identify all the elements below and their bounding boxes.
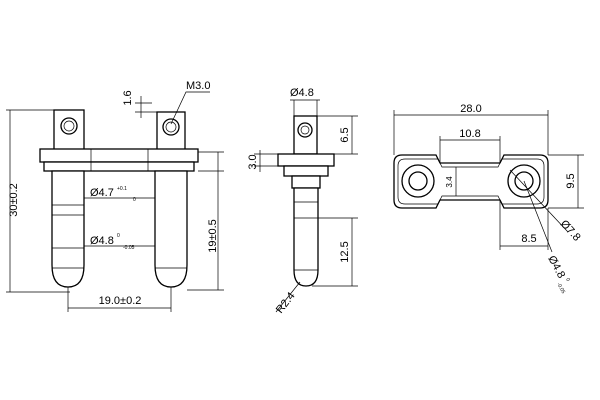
hole-dia-label: Ø4.8 (545, 254, 567, 281)
overall-height-label: 30±0.2 (8, 183, 20, 217)
offset-label: 8.5 (521, 233, 536, 245)
pin-offset-label: 1.6 (122, 90, 134, 105)
top-left-hole (408, 171, 428, 191)
pin-spacing-label: 19.0±0.2 (99, 295, 142, 307)
pin-dia-lower-tol-bottom: -0.05 (123, 245, 135, 251)
outer-dia-label: Ø7.8 (558, 218, 583, 244)
pin-dia-upper-group: Ø4.7 +0.1 0 (84, 186, 155, 203)
top-height-label: 9.5 (565, 173, 577, 188)
pin-dia-upper-tol-top: +0.1 (117, 186, 127, 192)
side-collar (291, 175, 321, 189)
right-tab-hole (162, 118, 180, 136)
left-tab-hole-inner (63, 120, 75, 132)
thread-label: M3.0 (186, 80, 210, 92)
front-body-bottom (43, 161, 195, 172)
right-tab-hole-inner (165, 121, 177, 133)
side-top-dia-label: Ø4.8 (290, 87, 314, 99)
pin-dia-lower-group: Ø4.8 0 -0.05 (84, 233, 155, 251)
front-view: 30±0.2 19±0.5 19.0±0.2 1.6 M3.0 Ø4.7 +0.… (6, 80, 224, 312)
tip-radius-label: R2.4 (274, 290, 298, 316)
right-pin (154, 170, 188, 288)
side-pin-length-label: 12.5 (339, 241, 351, 262)
outer-dia-leader (509, 169, 569, 233)
hole-dia-group: Ø4.8 0 -0.05 (545, 254, 571, 295)
left-tab-hole (60, 117, 78, 135)
top-inner-outline (397, 158, 545, 205)
top-view: 28.0 10.8 9.5 3.4 8.5 Ø7.8 Ø4.8 0 -0.05 (393, 103, 584, 295)
top-outline (393, 154, 549, 209)
bridge-thickness-label: 3.4 (445, 176, 454, 188)
side-view: Ø4.8 6.5 3.0 12.5 R2.4 (247, 87, 358, 316)
top-width-label: 28.0 (460, 103, 481, 115)
pin-dia-upper-label: Ø4.7 (90, 187, 114, 199)
side-flange (277, 153, 335, 167)
tab-height-label: 6.5 (339, 127, 351, 142)
left-pin (51, 170, 85, 288)
hole-dia-tol-bottom: -0.05 (555, 282, 566, 295)
pin-dia-lower-label: Ø4.8 (90, 235, 114, 247)
pin-dia-lower-tol-top: 0 (117, 233, 120, 239)
pin-dia-upper-tol-bottom: 0 (133, 197, 136, 203)
front-body-top (39, 148, 199, 163)
tip-radius-leader (275, 281, 301, 313)
hole-dia-tol-top: 0 (564, 277, 571, 282)
pin-length-label: 19±0.5 (207, 219, 219, 253)
thread-leader (170, 91, 210, 125)
side-tab-hole (297, 122, 313, 138)
side-neck (283, 165, 329, 177)
bridge-width-label: 10.8 (459, 128, 480, 140)
side-tab-hole-inner (300, 125, 310, 135)
flange-height-label: 3.0 (247, 154, 259, 169)
side-pin (293, 187, 319, 287)
hole-dia-leader (523, 180, 553, 253)
